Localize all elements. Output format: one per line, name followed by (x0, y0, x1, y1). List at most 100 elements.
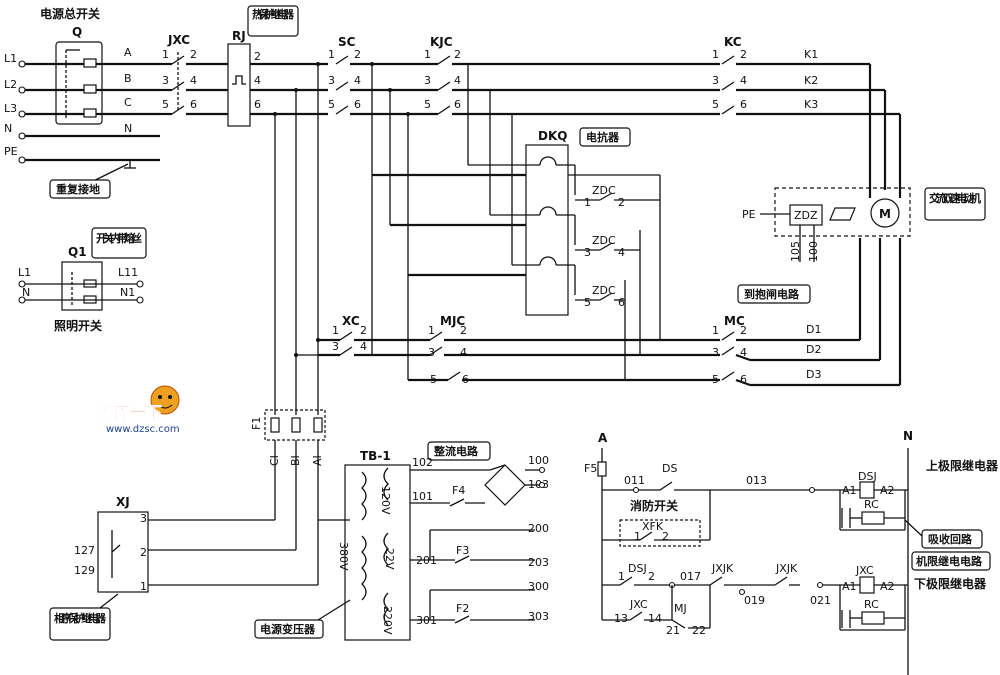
zdz-box (789, 204, 823, 226)
t203: 203 (528, 556, 549, 569)
f4-label: F4 (452, 484, 465, 497)
rectifier-bridge (484, 464, 526, 506)
brake-circuit-tag-text: 到抱闸电路 (744, 287, 800, 301)
t103: 103 (528, 478, 549, 491)
dsj-label: DSJ (628, 562, 647, 575)
a2-top: A2 (880, 484, 895, 497)
kc-n1: 1 (712, 48, 719, 61)
ctrl-a-label: A (598, 431, 608, 445)
xj-127: 127 (74, 544, 95, 557)
transformer-tag-text: 电源变压器 (260, 622, 316, 636)
dkq-box (525, 144, 569, 316)
q1-l11: L11 (118, 266, 138, 279)
rc-bottom-label: RC (864, 598, 879, 611)
xj-label: XJ (116, 495, 130, 509)
t301: 301 (416, 614, 437, 627)
t200: 200 (528, 522, 549, 535)
ctrl-row-2 (602, 576, 908, 596)
sc-contacts (335, 55, 420, 116)
sc-label: SC (338, 35, 356, 49)
sc-n1: 1 (328, 48, 335, 61)
jxc-n6: 6 (190, 98, 197, 111)
mjc-n1: 1 (428, 324, 435, 337)
t105: 105 (789, 241, 802, 262)
tb1-380v: 380V (337, 542, 350, 571)
rj-n2: 2 (254, 50, 261, 63)
main-feed-wires (250, 62, 328, 415)
zdc-label-2: ZDC (592, 234, 616, 247)
kjc-n6: 6 (454, 98, 461, 111)
ds-label: DS (662, 462, 677, 475)
fuse-switch-tag-text: 开关内带熔丝 (96, 231, 142, 245)
sc-n2: 2 (354, 48, 361, 61)
line-l2-label: L2 (4, 78, 17, 91)
t201: 201 (416, 554, 437, 567)
kc-n6: 6 (740, 98, 747, 111)
zdc-label-3: ZDC (592, 284, 616, 297)
d1-label: D1 (806, 323, 821, 336)
rj-box (227, 43, 251, 127)
mjc-contacts (408, 331, 720, 382)
tb1-output-terminals (538, 466, 546, 489)
xj-box (97, 511, 149, 593)
xc-n1: 1 (332, 324, 339, 337)
xc-n3: 3 (332, 340, 339, 353)
motor-tag (924, 187, 986, 221)
rectifier-tag (427, 441, 491, 461)
zdc-n1: 1 (584, 196, 591, 209)
t13: 13 (614, 612, 628, 625)
kjc-n4: 4 (454, 74, 461, 87)
q1-n: N (22, 286, 30, 299)
limit-tag-text: 机限继电电路 (916, 554, 983, 568)
kjc-label: KJC (430, 35, 453, 49)
phase-b-label: B (124, 72, 132, 85)
xc-n2: 2 (360, 324, 367, 337)
limit-tag (911, 551, 991, 571)
kc-n4: 4 (740, 74, 747, 87)
mjc-n4: 4 (460, 346, 467, 359)
sc-n6: 6 (354, 98, 361, 111)
motor-label: M (879, 207, 891, 221)
motor-circle (870, 198, 900, 228)
mc-n3: 3 (712, 346, 719, 359)
kjc-n2: 2 (454, 48, 461, 61)
q1-box (61, 261, 103, 311)
jxc-n2: 2 (190, 48, 197, 61)
t21: 21 (666, 624, 680, 637)
zdc-n6: 6 (618, 296, 625, 309)
mc-n2: 2 (740, 324, 747, 337)
reactor-tag (579, 127, 631, 147)
f3-label: F3 (456, 544, 469, 557)
t300: 300 (528, 580, 549, 593)
t021: 021 (810, 594, 831, 607)
jxc2-label: JXC (629, 598, 648, 611)
line-l1-label: L1 (4, 52, 17, 65)
f1-fuses (270, 417, 323, 585)
jxjk-1: JXJK (711, 562, 734, 575)
zdc-n2: 2 (618, 196, 625, 209)
watermark-text1: 维库一下 (98, 403, 162, 422)
kjc-n1: 1 (424, 48, 431, 61)
mj-label: MJ (674, 602, 687, 615)
rj-n4: 4 (254, 74, 261, 87)
dkq-label: DKQ (538, 129, 567, 143)
kc-label: KC (724, 35, 742, 49)
motor-pe-label: PE (742, 208, 756, 221)
middle-horizontal-wires (370, 62, 660, 380)
jxc-label: JXC (167, 33, 190, 47)
a1-bottom: A1 (842, 580, 857, 593)
absorb-tag (921, 529, 983, 549)
line-pe-label: PE (4, 145, 18, 158)
mjc-n5: 5 (430, 373, 437, 386)
k2-label: K2 (804, 74, 818, 87)
xfk-box (619, 519, 701, 547)
t013: 013 (746, 474, 767, 487)
thermal-relay-tag-text: 热保护继电器 (252, 7, 295, 21)
kjc-n3: 3 (424, 74, 431, 87)
xc-label: XC (342, 314, 360, 328)
rj-n6: 6 (254, 98, 261, 111)
zdc-label-1: ZDC (592, 184, 616, 197)
xfk-n2: 2 (662, 530, 669, 543)
t100: 100 (528, 454, 549, 467)
